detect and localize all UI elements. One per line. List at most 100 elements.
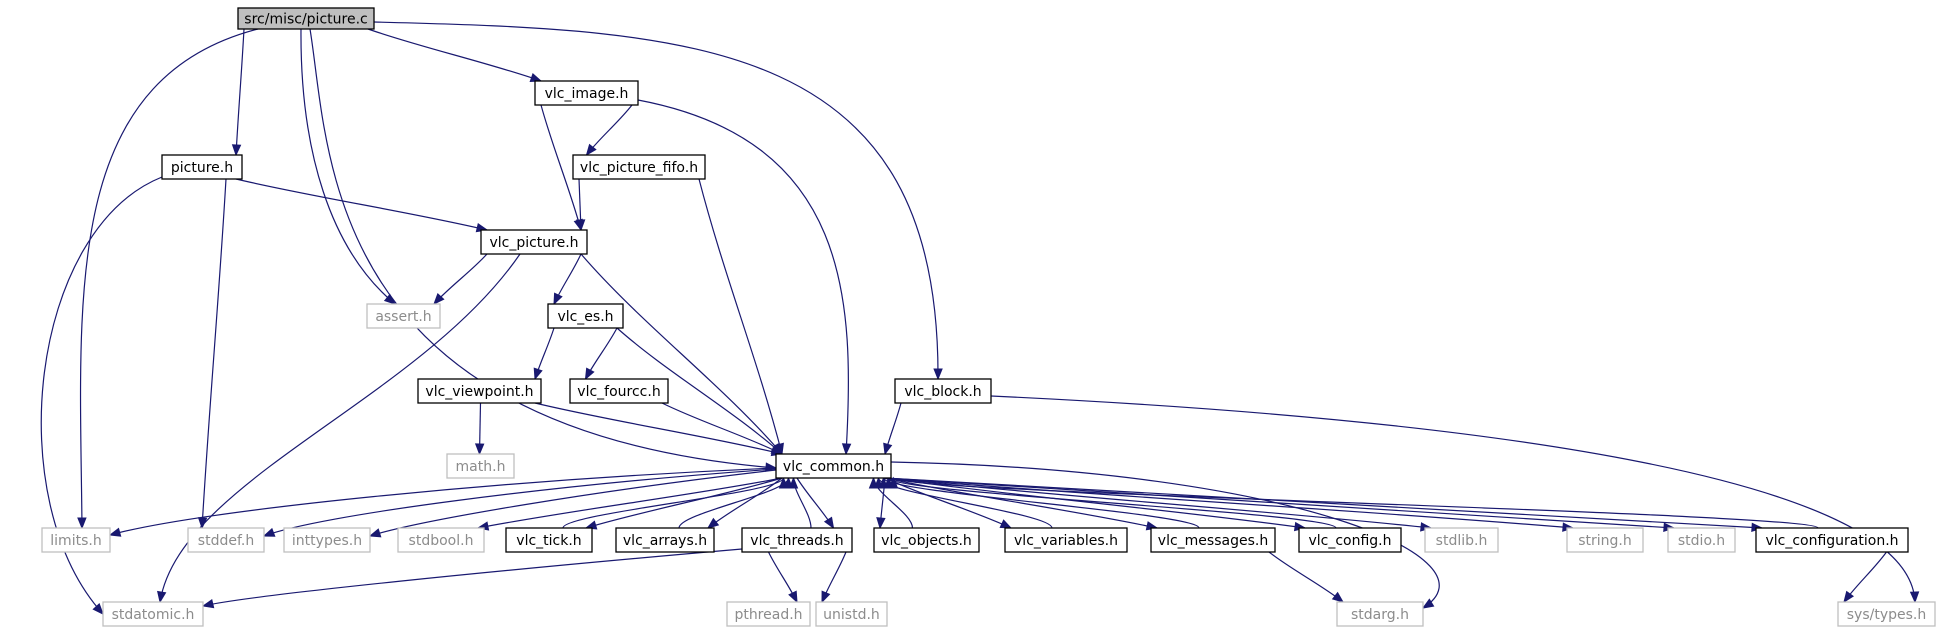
edge-vlc_es_h-to-vlc_common_h [616, 327, 783, 455]
node-pthread-h[interactable]: pthread.h [726, 601, 811, 627]
edge-vlc_common_h-to-inttypes_h [369, 469, 777, 537]
node-assert-h[interactable]: assert.h [366, 303, 441, 329]
edge-vlc_common_h-to-vlc_objects_h-arrowhead [876, 517, 886, 530]
nodes-layer: src/misc/picture.c vlc_image.h picture.h vl… [41, 7, 1936, 627]
node-label: stdio.h [1678, 533, 1725, 549]
node-label: vlc_image.h [545, 86, 629, 102]
node-vlc-es-h[interactable]: vlc_es.h [547, 303, 624, 329]
edge-vlc_common_h-to-vlc_config_h [884, 477, 1306, 529]
node-label: assert.h [375, 309, 431, 325]
node-box [726, 601, 811, 627]
node-stdatomic-h[interactable]: stdatomic.h [102, 601, 204, 627]
edge-vlc_threads_h-to-vlc_common_h-arrowhead [788, 476, 799, 489]
edge-vlc_image_h-to-vlc_common_h [637, 99, 850, 455]
edge-vlc_configuration_h-to-vlc_common_h-arrowhead [888, 476, 899, 489]
edge-vlc_common_h-to-vlc_threads_h-arrowhead [823, 516, 835, 530]
edge-vlc_es_h-to-vlc_fourcc_h-arrowhead [584, 367, 595, 381]
node-sys-types-h[interactable]: sys/types.h [1837, 601, 1936, 627]
node-label: string.h [1578, 533, 1632, 549]
node-unistd-h[interactable]: unistd.h [815, 601, 888, 627]
node-stdlib-h[interactable]: stdlib.h [1424, 527, 1499, 553]
node-label: stdbool.h [409, 533, 474, 549]
node-box [547, 303, 624, 329]
edge-vlc_messages_h-to-stdarg_h [1268, 551, 1344, 603]
node-box [446, 453, 515, 479]
node-label: stdarg.h [1351, 607, 1409, 623]
edge-picture_c-to-assert_h [300, 28, 396, 305]
edge-vlc_configuration_h-to-vlc_common_h [892, 477, 1819, 529]
edge-vlc_threads_h-to-stdatomic_h-arrowhead [201, 598, 215, 609]
node-vlc-configuration-h[interactable]: vlc_configuration.h [1755, 527, 1909, 553]
node-inttypes-h[interactable]: inttypes.h [283, 527, 371, 553]
node-box [1298, 527, 1402, 553]
node-vlc-messages-h[interactable]: vlc_messages.h [1150, 527, 1276, 553]
node-math-h[interactable]: math.h [446, 453, 515, 479]
node-label: vlc_threads.h [750, 533, 843, 549]
node-picture-c[interactable]: src/misc/picture.c [237, 7, 375, 30]
node-box [1424, 527, 1499, 553]
edge-vlc_es_h-to-vlc_viewpoint_h-arrowhead [533, 367, 543, 381]
node-limits-h[interactable]: limits.h [41, 527, 111, 553]
node-label: stdatomic.h [112, 607, 195, 623]
node-vlc-image-h[interactable]: vlc_image.h [534, 80, 639, 106]
node-label: vlc_arrays.h [623, 533, 707, 549]
node-string-h[interactable]: string.h [1566, 527, 1644, 553]
node-label: inttypes.h [292, 533, 362, 549]
node-vlc-variables-h[interactable]: vlc_variables.h [1004, 527, 1128, 553]
edge-vlc_common_h-to-vlc_configuration_h [884, 477, 1763, 529]
node-box [873, 527, 980, 553]
node-vlc-objects-h[interactable]: vlc_objects.h [873, 527, 980, 553]
edge-vlc_common_h-to-vlc_arrays_h-arrowhead [706, 517, 720, 529]
node-box [283, 527, 371, 553]
edge-vlc_picture_h-to-assert_h-arrowhead [433, 293, 445, 305]
node-stddef-h[interactable]: stddef.h [187, 527, 265, 553]
edges-layer [40, 21, 1920, 615]
edge-vlc_configuration_h-to-sys_types_h-arrowhead [1843, 590, 1855, 604]
edge-picture_c-to-limits_h-arrowhead [77, 517, 87, 530]
node-vlc-picture-h[interactable]: vlc_picture.h [480, 229, 588, 255]
node-vlc-arrays-h[interactable]: vlc_arrays.h [615, 527, 715, 553]
node-vlc-threads-h[interactable]: vlc_threads.h [741, 527, 853, 553]
node-box [102, 601, 204, 627]
edge-vlc_common_h-to-limits_h-arrowhead [108, 527, 122, 537]
node-label: vlc_objects.h [881, 533, 972, 549]
edge-vlc_common_h-to-stdarg_h-arrowhead [1421, 598, 1435, 609]
edge-picture_h-to-stdatomic_h-arrowhead [92, 603, 104, 615]
edge-vlc_picture_h-to-assert_h [433, 253, 488, 305]
node-vlc-picture-fifo-h[interactable]: vlc_picture_fifo.h [572, 154, 706, 180]
node-vlc-config-h[interactable]: vlc_config.h [1298, 527, 1402, 553]
node-picture-h[interactable]: picture.h [161, 154, 243, 180]
edge-vlc_common_h-to-vlc_variables_h-arrowhead [999, 519, 1013, 529]
edge-picture_c-to-vlc_common_h [309, 28, 777, 469]
edge-vlc_common_h-to-stddef_h-arrowhead [262, 527, 276, 537]
edge-vlc_common_h-to-limits_h [109, 467, 777, 536]
node-box [1755, 527, 1909, 553]
edge-picture_c-to-vlc_block_h-arrowhead [933, 368, 943, 381]
edge-vlc_threads_h-to-stdatomic_h [202, 548, 743, 607]
node-box [480, 229, 588, 255]
node-label: stdlib.h [1436, 533, 1488, 549]
edge-picture_c-to-vlc_image_h [367, 28, 542, 82]
edge-vlc_block_h-to-vlc_common_h-arrowhead [883, 442, 893, 456]
node-vlc-viewpoint-h[interactable]: vlc_viewpoint.h [417, 378, 542, 404]
edge-vlc_common_h-to-inttypes_h-arrowhead [368, 528, 382, 538]
edge-vlc_messages_h-to-vlc_common_h [882, 477, 1200, 529]
edge-vlc_messages_h-to-stdarg_h-arrowhead [1331, 591, 1345, 603]
edge-vlc_picture_h-to-stdatomic_h [159, 253, 521, 603]
node-box [1004, 527, 1128, 553]
node-stdbool-h[interactable]: stdbool.h [397, 527, 485, 553]
edge-vlc_common_h-to-vlc_arrays_h [707, 477, 783, 529]
node-box [1667, 527, 1736, 553]
node-vlc-block-h[interactable]: vlc_block.h [894, 378, 992, 404]
node-vlc-fourcc-h[interactable]: vlc_fourcc.h [569, 378, 669, 404]
edge-vlc_common_h-to-stdarg_h [890, 461, 1440, 609]
node-stdio-h[interactable]: stdio.h [1667, 527, 1736, 553]
node-stdarg-h[interactable]: stdarg.h [1336, 601, 1424, 627]
node-vlc-tick-h[interactable]: vlc_tick.h [505, 527, 593, 553]
edge-vlc_picture_fifo_h-to-vlc_common_h [698, 178, 783, 455]
node-box [572, 154, 706, 180]
node-vlc-common-h[interactable]: vlc_common.h [775, 453, 892, 479]
node-box [505, 527, 593, 553]
edge-picture_h-to-stddef_h [201, 178, 227, 529]
